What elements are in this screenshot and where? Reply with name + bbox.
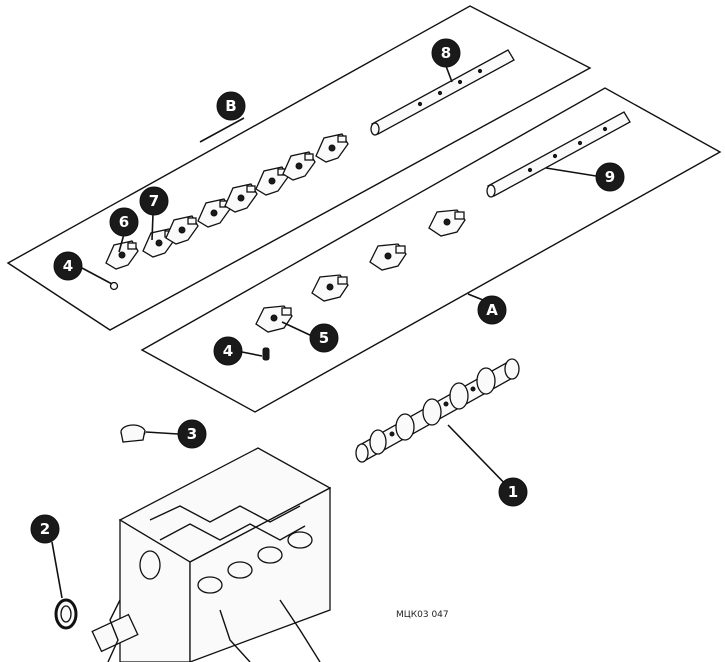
callout-label: 9 bbox=[605, 168, 615, 186]
rocker-arm bbox=[197, 198, 231, 228]
rocker-arm bbox=[255, 305, 293, 333]
callout-2: 2 bbox=[30, 514, 60, 544]
adjuster-pin-lower bbox=[262, 347, 270, 361]
rocker-arms-panel-b bbox=[105, 133, 349, 270]
callout-label: 4 bbox=[63, 257, 73, 275]
callout-label: 1 bbox=[508, 483, 518, 501]
panel-a-outline bbox=[140, 87, 722, 413]
rocker-arms-panel-a bbox=[255, 209, 466, 333]
rocker-shaft-8 bbox=[370, 49, 515, 136]
callout-label: 7 bbox=[149, 192, 159, 210]
camshaft bbox=[355, 358, 520, 463]
rocker-arm bbox=[105, 240, 139, 270]
leader-lines bbox=[51, 65, 597, 599]
callout-label: 6 bbox=[119, 213, 129, 231]
rocker-arm bbox=[165, 215, 199, 245]
callout-label: 3 bbox=[187, 425, 197, 443]
callout-a: A bbox=[477, 295, 507, 325]
callout-4-lower: 4 bbox=[213, 336, 243, 366]
callout-1: 1 bbox=[498, 477, 528, 507]
cylinder-head bbox=[91, 447, 332, 662]
rocker-arm bbox=[311, 274, 349, 302]
panel-b-outline bbox=[6, 5, 592, 331]
callout-5: 5 bbox=[309, 323, 339, 353]
callout-label: 4 bbox=[223, 342, 233, 360]
cap-plug-3 bbox=[120, 424, 146, 443]
rocker-arm bbox=[428, 209, 466, 237]
callout-label: A bbox=[486, 301, 498, 319]
callout-6: 6 bbox=[109, 207, 139, 237]
callout-label: 2 bbox=[40, 520, 50, 538]
callout-label: 5 bbox=[319, 329, 329, 347]
rocker-arm bbox=[315, 133, 349, 163]
callout-9: 9 bbox=[595, 162, 625, 192]
callout-label: B bbox=[225, 97, 236, 115]
callout-b: B bbox=[216, 91, 246, 121]
rocker-arm bbox=[255, 166, 289, 196]
oil-seal-ring-2 bbox=[54, 598, 78, 630]
callout-3: 3 bbox=[177, 419, 207, 449]
callout-4-upper: 4 bbox=[53, 251, 83, 281]
adjuster-ball-upper bbox=[109, 281, 119, 291]
callout-7: 7 bbox=[139, 186, 169, 216]
rocker-arm bbox=[369, 243, 407, 271]
reference-code: МЦК03 047 bbox=[396, 610, 449, 620]
rocker-arm bbox=[224, 183, 258, 213]
rocker-shaft-9 bbox=[486, 111, 631, 198]
callout-8: 8 bbox=[431, 38, 461, 68]
callout-label: 8 bbox=[441, 44, 451, 62]
rocker-arm bbox=[282, 151, 316, 181]
